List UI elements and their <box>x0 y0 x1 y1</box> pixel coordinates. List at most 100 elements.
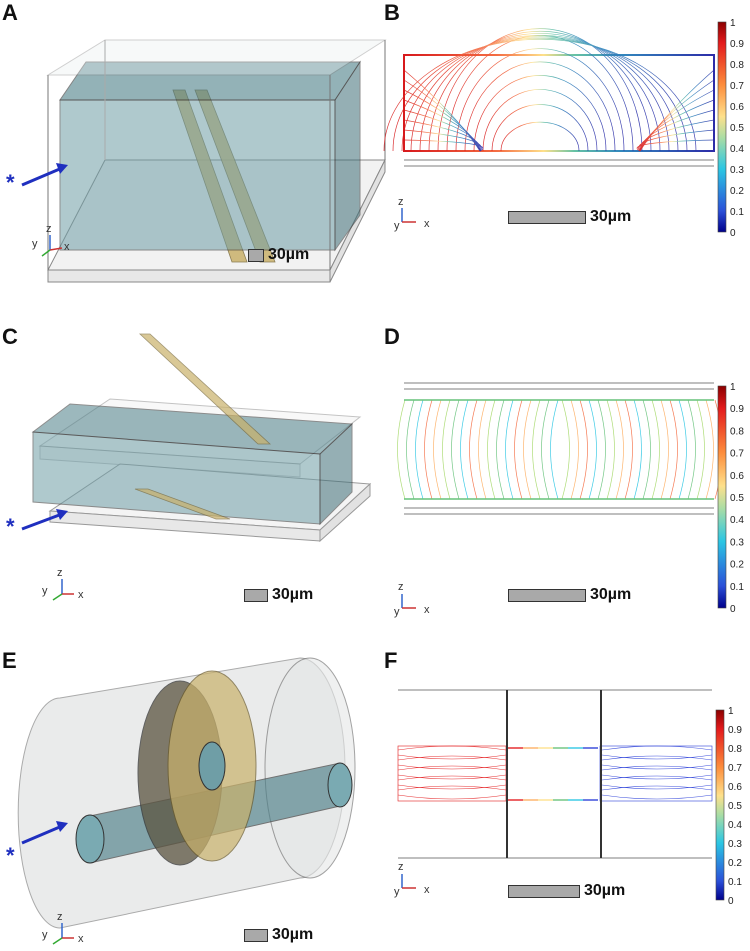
colorbar-tick-label: 0.4 <box>730 144 744 155</box>
streamline <box>460 399 469 500</box>
streamline <box>601 745 713 751</box>
colorbar-tick-label: 0.1 <box>730 207 744 218</box>
scale-bar-b: 30µm <box>508 208 631 226</box>
colorbar-tick-label: 1 <box>728 706 734 717</box>
svg-text:x: x <box>78 933 84 945</box>
streamline <box>491 104 589 152</box>
colorbar-tick-label: 0.7 <box>730 449 744 460</box>
streamline <box>638 129 715 152</box>
svg-text:z: z <box>398 861 404 873</box>
streamline <box>601 794 713 800</box>
colorbar-tick-label: 0.4 <box>730 515 744 526</box>
streamline <box>473 75 607 152</box>
colorbar-tick-label: 0.5 <box>728 801 742 812</box>
streamline <box>601 784 713 790</box>
panel-label-b: B <box>384 0 400 25</box>
streamline <box>639 119 715 152</box>
svg-text:x: x <box>424 218 430 230</box>
streamline <box>397 764 507 770</box>
streamline <box>601 754 713 760</box>
panel-d-svg: z x y 10.90.80.70.60.50.40.30.20.10 <box>394 382 744 618</box>
colorbar-tick-label: 0 <box>730 228 736 239</box>
streamline <box>403 119 481 152</box>
colorbar-tick-label: 0.9 <box>730 404 744 415</box>
streamline <box>397 754 507 760</box>
streamline <box>487 399 496 500</box>
panel-label-f: F <box>384 648 398 673</box>
scale-bar-c: 30µm <box>244 586 313 604</box>
streamline <box>639 89 715 152</box>
streamline <box>403 129 482 152</box>
panel-e-geometry: z x y * 30µm <box>0 648 375 951</box>
streamline <box>660 399 669 500</box>
streamline <box>624 399 633 500</box>
colorbar-b <box>717 21 727 233</box>
streamline <box>478 399 487 500</box>
streamline <box>401 36 679 152</box>
panel-label-d: D <box>384 324 400 349</box>
streamline <box>541 399 550 500</box>
streamline <box>428 30 652 152</box>
svg-text:y: y <box>394 886 400 898</box>
streamline <box>500 121 580 152</box>
streamline <box>597 399 606 500</box>
svg-text:x: x <box>64 241 70 253</box>
panel-e-svg: z x y <box>17 657 356 945</box>
streamline <box>397 785 507 791</box>
streamline <box>451 399 460 500</box>
svg-text:z: z <box>57 567 63 579</box>
streamline <box>406 399 415 500</box>
axes-labels-a: z x y <box>32 223 70 253</box>
panel-f-svg: z x y 10.90.80.70.60.50.40.30.20.10 <box>394 689 742 907</box>
axes-triad-e <box>52 923 74 945</box>
colorbar-d <box>717 385 727 609</box>
streamline <box>482 89 598 152</box>
streamline <box>397 765 507 771</box>
streamline <box>561 399 570 500</box>
streamline <box>532 399 541 500</box>
panel-label-e: E <box>2 648 17 673</box>
streamline <box>601 755 713 761</box>
streamline <box>696 399 705 500</box>
streamline <box>550 399 559 500</box>
colorbar-tick-label: 0.6 <box>728 782 742 793</box>
streamline <box>392 37 688 152</box>
streamline <box>433 399 442 500</box>
colorbar-tick-label: 0.9 <box>730 39 744 50</box>
axes-triad-f <box>401 874 416 889</box>
inlet-asterisk-c: * <box>6 514 15 539</box>
streamline <box>639 69 715 152</box>
colorbar-tick-label: 0.8 <box>730 426 744 437</box>
svg-text:x: x <box>78 589 84 601</box>
streamline <box>601 785 713 791</box>
streamline <box>403 99 481 152</box>
inlet-arrow-a <box>21 166 63 187</box>
panel-label-a: A <box>2 0 18 25</box>
inlet-arrow-c <box>21 512 63 531</box>
streamline <box>514 399 523 500</box>
svg-text:z: z <box>57 911 63 923</box>
streamline <box>383 38 697 152</box>
svg-text:y: y <box>42 585 48 597</box>
streamline <box>615 399 624 500</box>
colorbar-tick-label: 0.9 <box>728 725 742 736</box>
streamline <box>455 48 625 152</box>
axes-triad-b <box>401 208 416 223</box>
colorbar-tick-label: 0.3 <box>730 165 744 176</box>
streamline <box>397 399 406 500</box>
streamline <box>397 784 507 790</box>
colorbar-tick-label: 0.4 <box>728 820 742 831</box>
colorbar-f <box>715 709 725 901</box>
streamline <box>397 745 507 751</box>
svg-text:y: y <box>394 606 400 618</box>
streamline <box>601 774 713 780</box>
panel-c-svg: z x y <box>21 333 372 601</box>
streamline <box>678 399 687 500</box>
streamline <box>687 399 696 500</box>
streamline <box>705 399 714 500</box>
streamline <box>601 764 713 770</box>
streamline <box>639 79 715 152</box>
streamline <box>397 775 507 781</box>
svg-text:z: z <box>398 196 404 208</box>
